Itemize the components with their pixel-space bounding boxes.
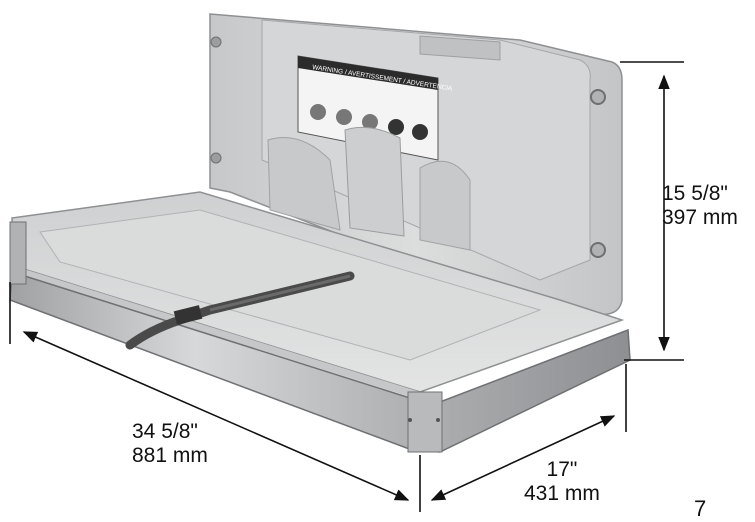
dimension-lines — [9, 61, 684, 512]
height-dimension-label: 15 5/8" 397 mm — [662, 182, 738, 230]
hinge-block — [267, 126, 471, 251]
depth-dimension-label: 17" 431 mm — [524, 458, 600, 506]
pictogram-icon — [310, 104, 326, 120]
pictogram-icon — [388, 119, 404, 135]
width-dimension-label: 34 5/8" 881 mm — [132, 420, 208, 468]
depth-arrow — [430, 415, 616, 501]
height-imperial: 15 5/8" — [662, 182, 728, 205]
corner-mark: 7 — [694, 496, 707, 521]
width-metric: 881 mm — [132, 444, 208, 467]
warning-label: WARNING / AVERTISSEMENT / ADVERTENCIA — [297, 55, 453, 161]
width-imperial: 34 5/8" — [132, 420, 198, 443]
pictogram-icon — [362, 114, 378, 130]
height-metric: 397 mm — [662, 206, 738, 229]
pictogram-icon — [336, 109, 352, 125]
pictogram-icon — [412, 124, 428, 140]
width-arrow — [22, 331, 410, 501]
depth-imperial: 17" — [546, 458, 578, 481]
depth-metric: 431 mm — [524, 482, 600, 505]
